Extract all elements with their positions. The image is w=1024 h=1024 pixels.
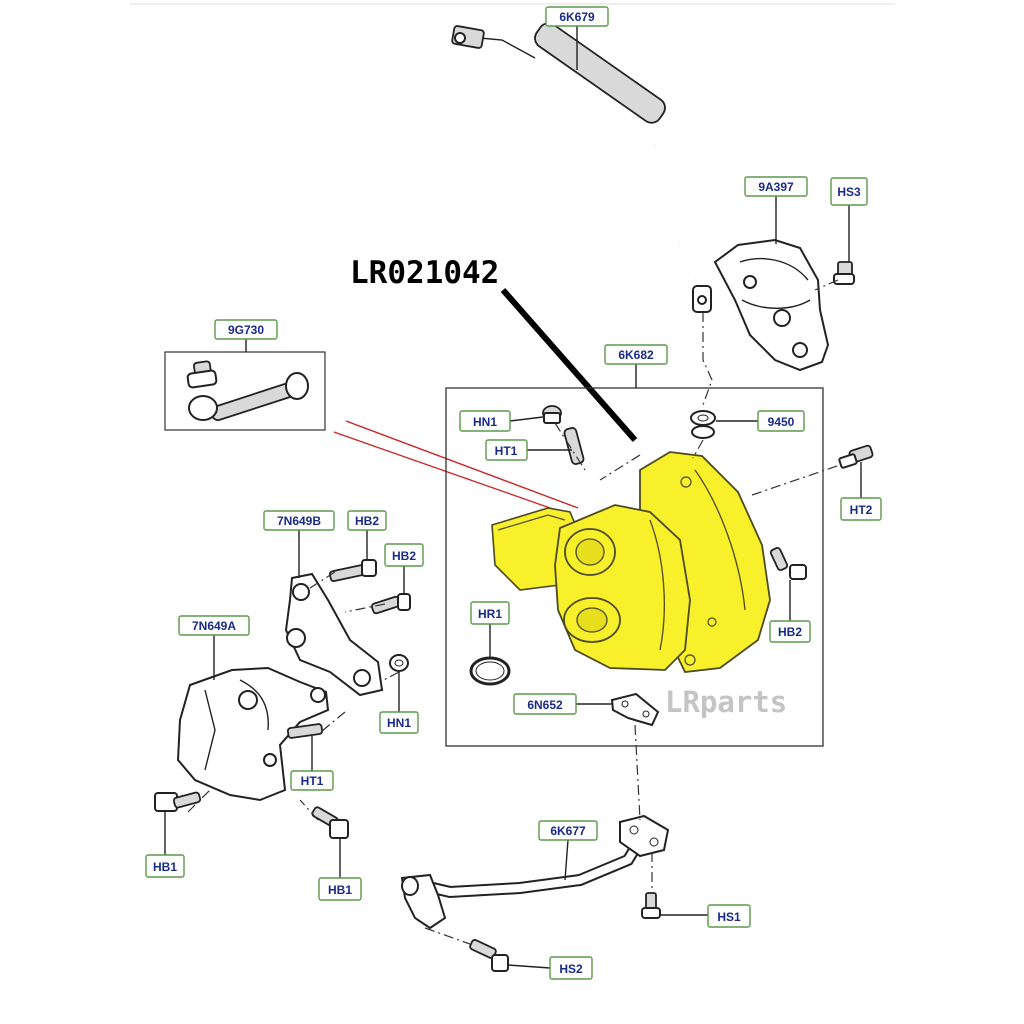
svg-text:6K677: 6K677 [550,824,586,838]
nut-HN1-bottom [389,654,409,672]
svg-text:9A397: 9A397 [758,180,794,194]
callout-HN1-top: HN1 [459,410,511,432]
callout-6K682: 6K682 [604,344,668,365]
stud-kit-9G730 [186,360,309,421]
svg-text:HB2: HB2 [778,625,802,639]
svg-text:HS2: HS2 [559,962,583,976]
svg-text:6N652: 6N652 [527,698,563,712]
turbocharger-highlighted [491,451,771,673]
svg-text:9450: 9450 [768,415,795,429]
red-annotation-lines [333,420,579,516]
callout-HR1: HR1 [470,601,510,625]
part-number-pointer [500,288,638,442]
bolt-HS3 [833,261,855,285]
svg-text:6K682: 6K682 [618,348,654,362]
watermark-text: LRparts [665,685,787,719]
svg-text:6K679: 6K679 [559,10,595,24]
bolt-HB1-right [311,806,349,839]
bolt-HB1-left [154,791,202,812]
callout-7N649B: 7N649B [263,510,335,531]
svg-text:HT2: HT2 [850,503,873,517]
assembly-box-6K682 [445,387,824,747]
callout-HT1-top: HT1 [485,439,528,461]
bolt-HB2-bracket-b [371,593,411,615]
callout-HT2: HT2 [840,497,882,521]
callout-HB2-c: HB2 [769,620,811,643]
gasket-9450 [690,410,716,439]
callout-HN1-bottom: HN1 [379,711,419,734]
svg-text:HS1: HS1 [717,910,741,924]
svg-text:HN1: HN1 [387,716,411,730]
kit-box-9G730 [164,351,326,431]
bolt-HB2-turbo [769,547,807,580]
svg-text:HB2: HB2 [392,549,416,563]
svg-text:HB1: HB1 [153,860,177,874]
svg-text:HN1: HN1 [473,415,497,429]
stud-HT1-top [563,427,585,465]
leader-lines [164,26,862,969]
svg-text:HR1: HR1 [478,607,502,621]
callout-HB2-b: HB2 [384,543,424,567]
svg-text:HT1: HT1 [495,444,518,458]
stud-HT1-bottom [286,723,324,739]
callout-HS3: HS3 [830,177,868,206]
callout-7N649A: 7N649A [178,615,250,636]
svg-text:HS3: HS3 [837,185,861,199]
callout-9A397: 9A397 [744,176,808,197]
svg-text:HB1: HB1 [328,883,352,897]
callout-HS2: HS2 [549,956,593,980]
svg-text:7N649B: 7N649B [277,514,321,528]
callout-HT1-bottom: HT1 [290,770,334,791]
svg-text:7N649A: 7N649A [192,619,236,633]
callout-6K679: 6K679 [545,6,609,27]
dashed-assembly-lines [187,279,841,945]
callout-9G730: 9G730 [214,319,278,340]
bolt-HB2-bracket-a [329,559,377,582]
svg-text:HB2: HB2 [355,514,379,528]
o-ring-HR1-inner [475,661,505,681]
callout-6K677: 6K677 [538,820,598,841]
oil-feed-pipe-6K679 [451,22,712,313]
bolt-HS1 [641,892,661,919]
svg-text:9G730: 9G730 [228,323,264,337]
svg-text:HT1: HT1 [301,774,324,788]
callout-6N652: 6N652 [513,693,577,715]
callout-9450: 9450 [757,410,805,432]
callout-HB2-a: HB2 [347,510,387,531]
callout-HB1-right: HB1 [318,877,362,901]
callout-HS1: HS1 [707,904,751,928]
heat-shield-9A397 [713,238,830,372]
bolt-HS2 [469,939,509,972]
bracket-7N649A [176,666,330,802]
part-number-label: LR021042 [350,255,499,291]
stud-HT2 [838,444,874,469]
nut-HN1-top [542,405,562,424]
oil-return-pipe-6K677 [400,814,670,930]
gasket-6N652 [610,692,660,727]
callout-HB1-left: HB1 [145,854,185,878]
bracket-7N649B [284,572,384,697]
